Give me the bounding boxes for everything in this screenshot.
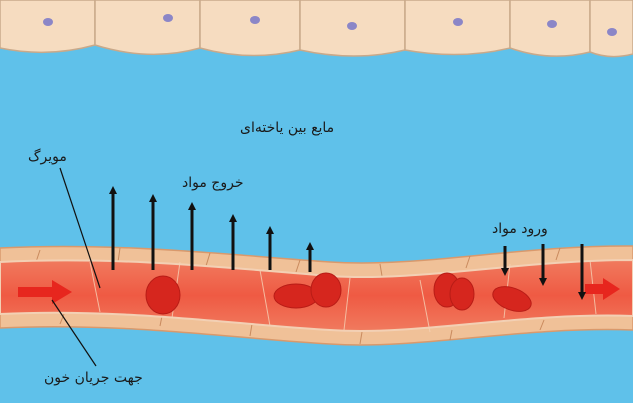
capillary-label: مویرگ bbox=[28, 150, 67, 164]
substances-in-label: ورود مواد bbox=[492, 222, 548, 236]
interstitial-fluid-label: مایع بین یاخته‌ای bbox=[240, 121, 334, 135]
blood-flow-direction-label: جهت جریان خون bbox=[44, 371, 143, 385]
substances-out-label: خروج مواد bbox=[182, 176, 243, 190]
